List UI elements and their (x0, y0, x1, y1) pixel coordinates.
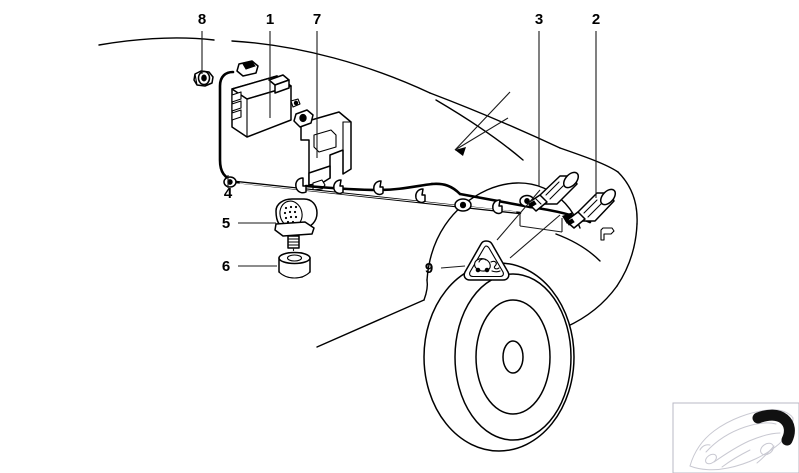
callout-1-number: 1 (266, 11, 274, 28)
callout-6: 6 (222, 258, 277, 275)
part-mounting-bracket-7 (293, 109, 352, 191)
skidding-car-pictogram (474, 258, 501, 273)
callout-3: 3 (535, 11, 543, 186)
callout-3-number: 3 (535, 11, 543, 28)
cable-clip (295, 177, 307, 194)
callout-7-number: 7 (313, 11, 321, 28)
callout-4: 4 (224, 175, 233, 202)
callout-9-number: 9 (425, 260, 433, 277)
cable-clip (373, 180, 384, 196)
callout-2: 2 (592, 11, 600, 198)
location-key-thumbnail (672, 402, 799, 473)
rear-wheel (423, 182, 581, 452)
part-impulse-sensor-5 (274, 198, 318, 249)
sensor-face-perforation (283, 205, 298, 224)
callout-9-leader-line (440, 265, 466, 269)
callout-7: 7 (313, 11, 321, 158)
callout-2-number: 2 (592, 11, 600, 28)
harness-grommet (454, 198, 472, 212)
cable-clip (492, 199, 503, 215)
callout-5-number: 5 (222, 215, 230, 232)
callout-6-number: 6 (222, 258, 230, 275)
callout-1: 1 (266, 11, 274, 118)
callout-5: 5 (222, 215, 276, 232)
cable-clip (333, 179, 344, 195)
callout-9: 9 (425, 260, 466, 277)
installation-arrow (454, 91, 511, 156)
part-pulse-sensor-2 (565, 188, 617, 229)
part-control-module-1 (231, 60, 301, 138)
callout-4-number: 4 (224, 185, 233, 202)
callout-8-number: 8 (198, 11, 206, 28)
harness-grommet (223, 176, 237, 188)
cable-clip (415, 188, 426, 204)
part-hex-nut-8 (193, 70, 214, 87)
part-wiring-harness-4 (218, 70, 592, 224)
installation-arrow (519, 212, 573, 233)
vehicle-body-outline (98, 37, 638, 348)
callout-layer: 8 1 7 3 2 4 5 6 9 (198, 11, 600, 277)
part-pulse-sensor-3 (527, 171, 580, 212)
callout-8: 8 (198, 11, 206, 74)
part-grommet-nut-6 (278, 248, 311, 279)
part-warning-label-9 (463, 189, 561, 281)
